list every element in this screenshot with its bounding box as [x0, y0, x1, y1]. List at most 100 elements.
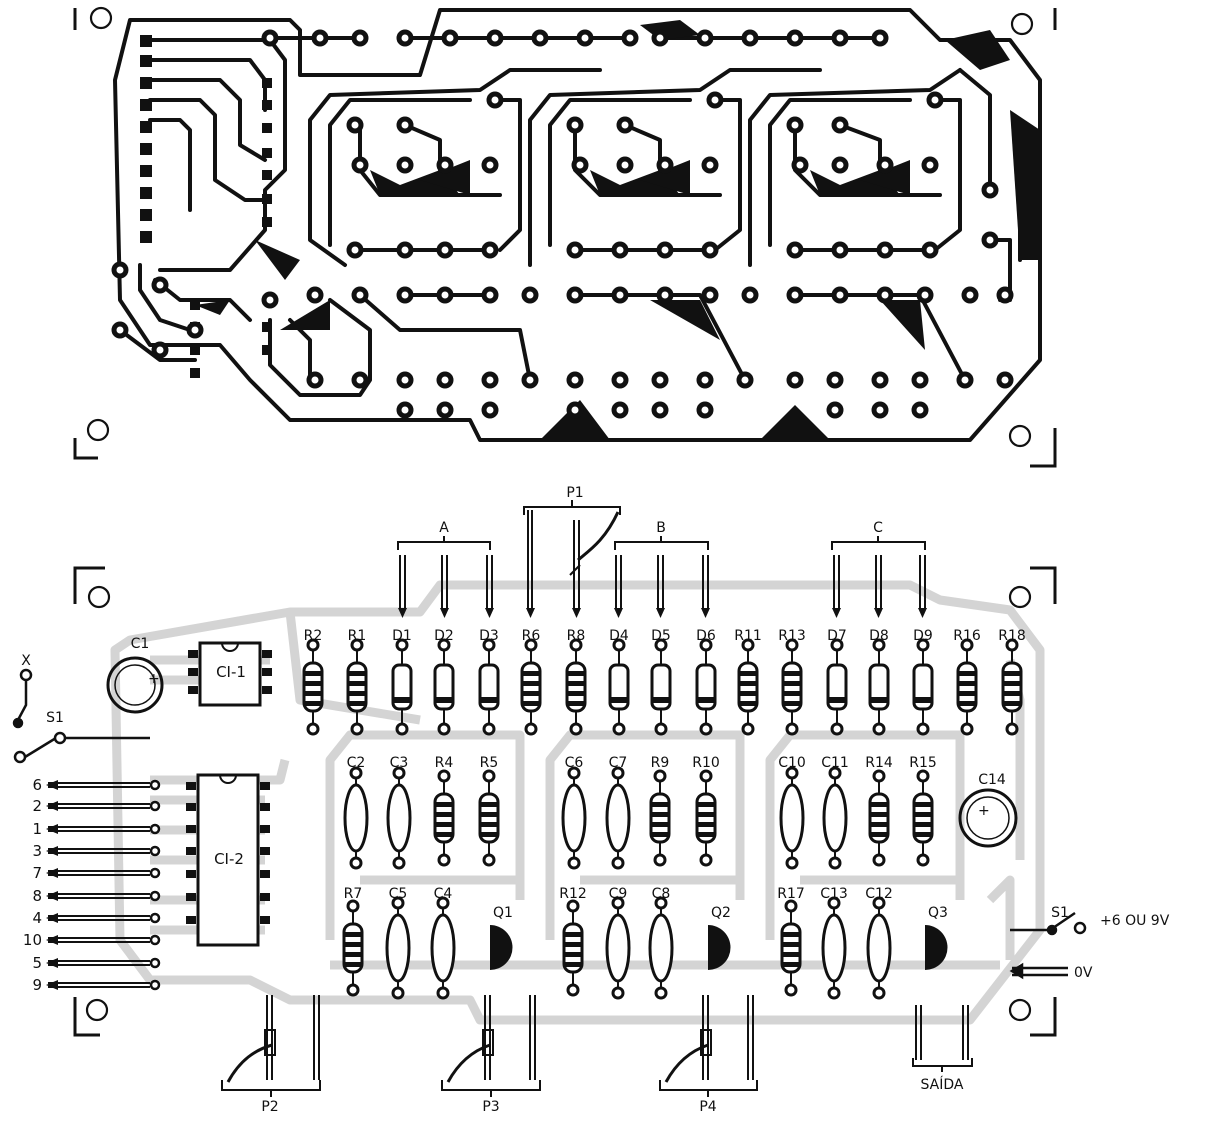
label-r16: R16 [953, 628, 981, 644]
pad [981, 231, 999, 249]
pad [311, 29, 329, 47]
transistors [490, 925, 948, 970]
input-lead [46, 800, 161, 812]
resistor-r9 [649, 769, 671, 867]
label-r7: R7 [344, 886, 363, 902]
pad [306, 371, 324, 389]
label-c14: C14 [978, 772, 1006, 788]
pad [351, 29, 369, 47]
label-q3: Q3 [928, 905, 948, 921]
label-saida: SAÍDA [921, 1076, 964, 1093]
label-c3: C3 [390, 755, 409, 771]
pad [481, 156, 499, 174]
pad [261, 291, 279, 309]
pad [521, 286, 539, 304]
pad [701, 286, 719, 304]
capacitor-c10 [779, 766, 805, 870]
diode-d7 [826, 638, 848, 736]
pad [831, 241, 849, 259]
label-r8: R8 [567, 628, 586, 644]
capacitor-c1: + [106, 656, 164, 714]
capacitor-c12 [866, 896, 892, 1000]
transistor-q3 [925, 925, 948, 970]
label-d3: D3 [479, 628, 499, 644]
svg-text:+: + [148, 671, 160, 687]
capacitor-c5 [385, 896, 411, 1000]
capacitor-c14: + [958, 788, 1018, 848]
label-s1-left: S1 [46, 710, 64, 726]
input-lead [46, 890, 161, 902]
pad [656, 286, 674, 304]
input-pin-label: 4 [32, 909, 42, 927]
input-pin-label: 6 [32, 776, 42, 794]
left-switch [12, 668, 150, 764]
pad [396, 241, 414, 259]
resistor-r16 [956, 638, 978, 736]
resistor-r17 [780, 899, 802, 997]
pad [871, 29, 889, 47]
label-c1: C1 [131, 636, 150, 652]
pad [571, 156, 589, 174]
resistor-r6 [520, 638, 542, 736]
label-group-a: A [439, 520, 449, 536]
pad [306, 286, 324, 304]
label-c7: C7 [609, 755, 628, 771]
ic-pads-top [140, 35, 272, 378]
label-q2: Q2 [711, 905, 731, 921]
input-lead [46, 845, 161, 857]
input-pin-label: 3 [32, 842, 42, 860]
pad [916, 286, 934, 304]
pad [531, 29, 549, 47]
pad [741, 29, 759, 47]
resistor-r11 [737, 638, 759, 736]
pad [346, 116, 364, 134]
pad [611, 401, 629, 419]
copper-pours [195, 20, 1040, 440]
pad [351, 286, 369, 304]
diode-d8 [868, 638, 890, 736]
pad [786, 29, 804, 47]
pad [656, 241, 674, 259]
pad [396, 116, 414, 134]
label-d1: D1 [392, 628, 412, 644]
pad [396, 29, 414, 47]
label-r2: R2 [304, 628, 323, 644]
pad [436, 286, 454, 304]
input-pin-leads [46, 779, 161, 991]
label-d7: D7 [827, 628, 847, 644]
label-r14: R14 [865, 755, 893, 771]
label-r17: R17 [777, 886, 805, 902]
pad [611, 241, 629, 259]
pad [481, 241, 499, 259]
pad [521, 371, 539, 389]
pad [396, 286, 414, 304]
mounting-holes-bottom [85, 585, 1032, 1022]
pad [611, 371, 629, 389]
pad [876, 156, 894, 174]
label-c2: C2 [347, 755, 366, 771]
resistor-r4 [433, 769, 455, 867]
upper-leads [397, 500, 926, 610]
pad [981, 181, 999, 199]
input-pin-label: 9 [32, 976, 42, 994]
component-side-view: + + [12, 500, 1087, 1097]
label-d8: D8 [869, 628, 889, 644]
pad [926, 91, 944, 109]
input-lead [46, 957, 161, 969]
copper-side-view [73, 6, 1057, 468]
pad [786, 116, 804, 134]
pad [151, 276, 169, 294]
diode-d4 [608, 638, 630, 736]
input-lead [46, 912, 161, 924]
resistor-r10 [695, 769, 717, 867]
pad [611, 286, 629, 304]
pad [566, 116, 584, 134]
pad [831, 116, 849, 134]
pad [151, 341, 169, 359]
label-c4: C4 [434, 886, 453, 902]
label-supply: +6 OU 9V [1100, 913, 1170, 929]
pad [911, 371, 929, 389]
pad [826, 401, 844, 419]
label-r15: R15 [909, 755, 937, 771]
